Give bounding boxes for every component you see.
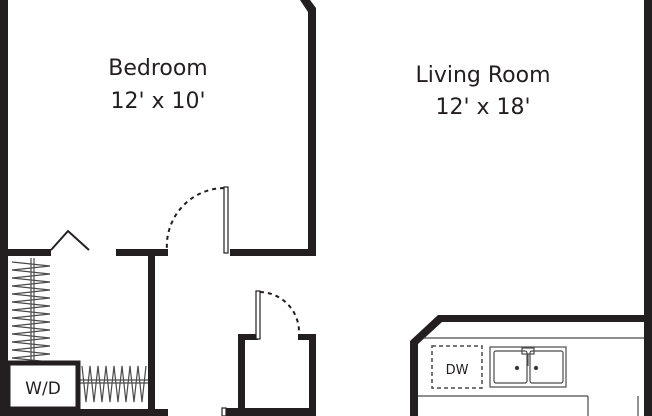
small-closet-door-swing [259, 291, 300, 333]
living-room-label: Living Room [415, 63, 550, 88]
kitchen-counter [418, 337, 644, 416]
bedroom-dimensions: 12' x 10' [110, 89, 205, 114]
bedroom-door-swing [165, 187, 225, 251]
washer-dryer: W/D [5, 360, 81, 412]
dishwasher: DW [431, 345, 483, 389]
wall-right-exterior [644, 0, 652, 416]
wall-closet-top-left [8, 249, 51, 256]
bedroom-label: Bedroom [108, 56, 208, 81]
wall-bedroom-right [300, 0, 316, 256]
small-closet-door-leaf [255, 290, 261, 340]
lower-door-leaf [221, 407, 227, 416]
bedroom-door-leaf [223, 186, 229, 254]
wall-bottom-left [8, 409, 168, 416]
wall-closet-right [148, 256, 155, 416]
wall-small-closet-bottom [226, 408, 316, 416]
wall-small-closet-left [238, 334, 245, 416]
wall-small-closet-right [309, 334, 316, 416]
wall-small-closet-top-left [238, 334, 258, 340]
closet-hangers-vertical [11, 258, 51, 363]
doors [165, 186, 300, 416]
washer-dryer-label: W/D [25, 379, 61, 399]
closet-hangers-horizontal [78, 365, 148, 403]
wall-closet-top-right [116, 249, 168, 256]
wall-bedroom-bottom [230, 249, 316, 256]
living-room-dimensions: 12' x 18' [435, 95, 530, 120]
dishwasher-label: DW [446, 363, 469, 378]
wall-kitchen [410, 315, 644, 416]
closet-bifold-door-icon [50, 229, 90, 251]
double-sink-icon [489, 346, 567, 388]
wall-small-closet-top-right [298, 334, 316, 340]
wall-left-exterior [0, 0, 8, 416]
